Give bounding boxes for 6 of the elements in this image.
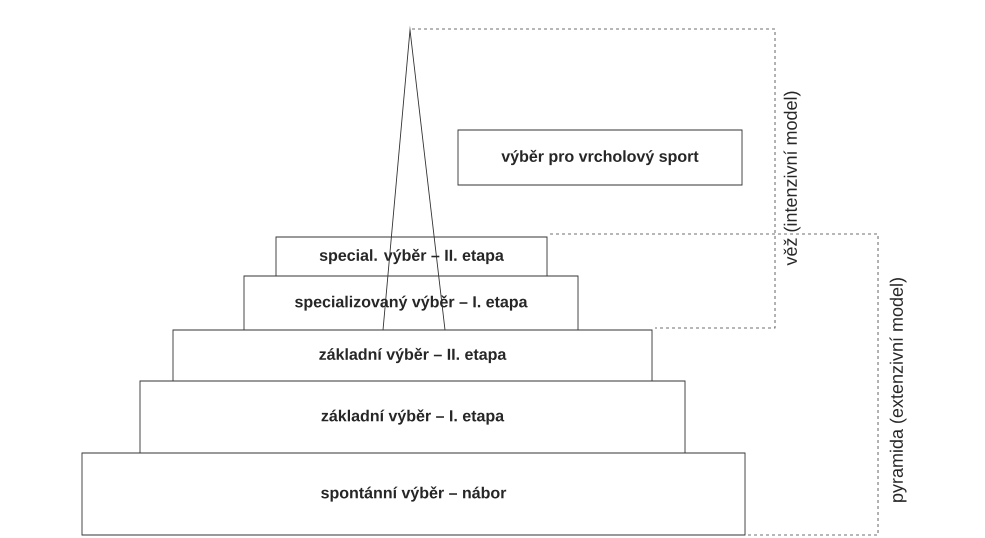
stage-box: spontánní výběr – nábor: [82, 452, 746, 536]
stage-box: základní výběr – II. etapa: [172, 330, 652, 382]
stage-box: základní výběr – I. etapa: [140, 380, 686, 454]
bracket-label: pyramida (extenzivní model): [890, 278, 906, 502]
bracket-label: věž (intenzivní model): [784, 92, 800, 266]
stage-box: výběr pro vrcholový sport: [458, 130, 742, 186]
